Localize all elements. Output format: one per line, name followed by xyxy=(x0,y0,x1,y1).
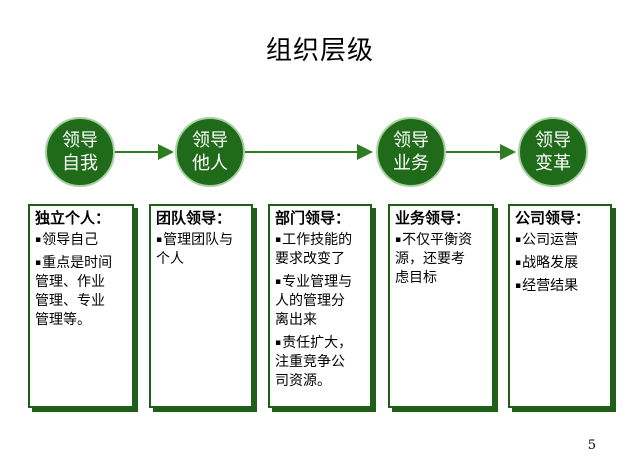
bullet-icon: ▪ xyxy=(275,338,282,348)
box-individual: 独立个人： ▪领导自己 ▪重点是时间 管理、作业 管理、专业 管理等。 xyxy=(28,204,134,408)
box-item: ▪责任扩大， 注重竞争公 司资源。 xyxy=(275,334,366,391)
bullet-icon: ▪ xyxy=(515,281,522,291)
box-title: 团队领导： xyxy=(156,209,232,227)
bullet-icon: ▪ xyxy=(35,235,42,245)
bullet-icon: ▪ xyxy=(156,235,163,245)
box-item: ▪战略发展 xyxy=(515,254,606,273)
box-department: 部门领导： ▪工作技能的 要求改变了 ▪专业管理与 人的管理分 离出来 ▪责任扩… xyxy=(268,204,372,408)
bullet-icon: ▪ xyxy=(275,235,282,245)
box-company: 公司领导： ▪公司运营 ▪战略发展 ▪经营结果 xyxy=(508,204,612,408)
box-item-text: 经营结果 xyxy=(522,278,579,294)
box-title: 业务领导： xyxy=(395,209,471,227)
circle-label-line2: 他人 xyxy=(192,153,228,174)
circle-label-line1: 领导 xyxy=(535,130,571,151)
box-item: ▪专业管理与 人的管理分 离出来 xyxy=(275,273,366,330)
circle-lead-self: 领导 自我 xyxy=(45,117,115,187)
box-item: ▪经营结果 xyxy=(515,277,606,296)
page-number: 5 xyxy=(587,438,596,453)
box-item: ▪工作技能的 要求改变了 xyxy=(275,231,366,269)
circle-label-line2: 业务 xyxy=(393,153,429,174)
slide-title: 组织层级 xyxy=(265,36,374,66)
bullet-icon: ▪ xyxy=(35,258,42,268)
box-item: ▪管理团队与 个人 xyxy=(156,231,247,269)
bullet-icon: ▪ xyxy=(395,235,402,245)
circle-lead-others: 领导 他人 xyxy=(175,117,245,187)
circle-label-line2: 自我 xyxy=(62,153,98,174)
box-item-text: 战略发展 xyxy=(522,255,579,271)
box-title: 部门领导： xyxy=(275,209,351,227)
box-item-text: 公司运营 xyxy=(522,232,579,248)
circle-label-line2: 变革 xyxy=(535,153,571,174)
bullet-icon: ▪ xyxy=(515,235,522,245)
box-team: 团队领导： ▪管理团队与 个人 xyxy=(149,204,253,408)
box-item: ▪公司运营 xyxy=(515,231,606,250)
box-title: 独立个人： xyxy=(35,209,111,227)
box-item-text: 重点是时间 管理、作业 管理、专业 管理等。 xyxy=(35,255,113,328)
box-item-text: 不仅平衡资 源，还要考 虑目标 xyxy=(395,232,473,286)
box-item: ▪不仅平衡资 源，还要考 虑目标 xyxy=(395,231,488,288)
circle-lead-business: 领导 业务 xyxy=(376,117,446,187)
circle-label-line1: 领导 xyxy=(192,130,228,151)
box-item-text: 专业管理与 人的管理分 离出来 xyxy=(275,274,353,328)
box-item-text: 工作技能的 要求改变了 xyxy=(275,232,353,267)
box-item-text: 管理团队与 个人 xyxy=(156,232,234,267)
bullet-icon: ▪ xyxy=(275,277,282,287)
box-business: 业务领导： ▪不仅平衡资 源，还要考 虑目标 xyxy=(388,204,494,408)
circle-label-line1: 领导 xyxy=(393,130,429,151)
circle-label-line1: 领导 xyxy=(62,130,98,151)
circle-lead-change: 领导 变革 xyxy=(518,117,588,187)
bullet-icon: ▪ xyxy=(515,258,522,268)
box-item: ▪领导自己 xyxy=(35,231,128,250)
box-item-text: 责任扩大， 注重竞争公 司资源。 xyxy=(275,335,353,389)
box-item: ▪重点是时间 管理、作业 管理、专业 管理等。 xyxy=(35,254,128,330)
box-title: 公司领导： xyxy=(515,209,591,227)
box-item-text: 领导自己 xyxy=(42,232,99,248)
